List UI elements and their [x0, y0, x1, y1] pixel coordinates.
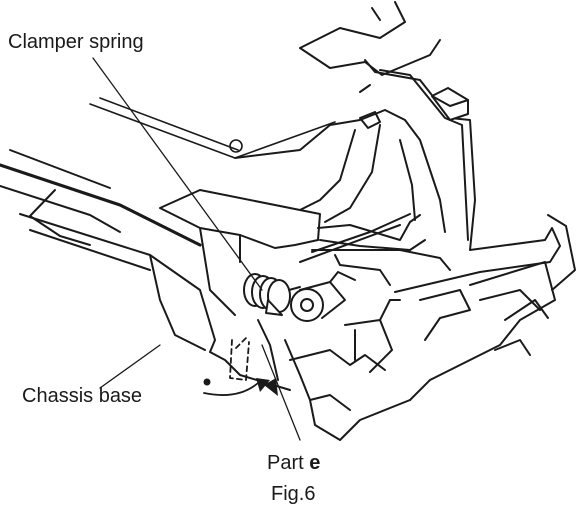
leader-chassis-base	[99, 344, 161, 389]
dashed-hook	[229, 335, 250, 381]
chassis-base-shape	[19, 213, 291, 391]
upper-rail	[89, 97, 336, 159]
left-rails	[0, 149, 202, 247]
chassis-base-label: Chassis base	[22, 385, 143, 407]
part-e-label: Part e	[267, 453, 320, 473]
insertion-arrow-icon	[264, 378, 278, 396]
arched-frame	[234, 109, 446, 233]
part-prefix: Part	[267, 452, 304, 474]
part-letter: e	[309, 452, 321, 474]
top-bracket	[299, 1, 441, 76]
leader-clamper-spring	[92, 57, 263, 291]
right-housing	[359, 59, 576, 401]
hinge-shaft	[290, 271, 356, 322]
front-lower-housing	[257, 299, 411, 441]
leader-lines	[92, 57, 301, 441]
figure-caption: Fig.6	[271, 483, 316, 505]
clamper-spring-label: Clamper spring	[8, 31, 144, 53]
rotation-arrow-icon	[203, 378, 270, 396]
leader-part-e	[261, 344, 301, 441]
